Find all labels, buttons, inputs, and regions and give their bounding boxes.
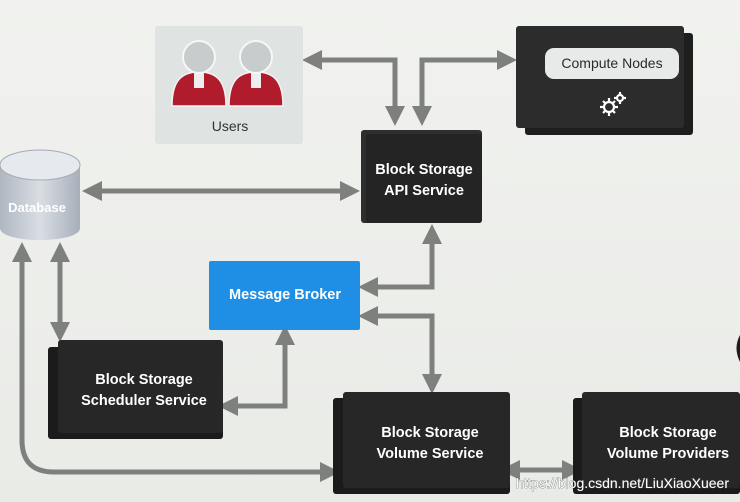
user-icon bbox=[171, 40, 227, 107]
watermark-text: https://blog.csdn.net/LiuXiaoXueer bbox=[516, 475, 730, 491]
api-service-node: Block Storage API Service bbox=[361, 130, 482, 223]
scheduler-service-line2: Scheduler Service bbox=[81, 393, 207, 409]
edge-decoration bbox=[736, 335, 740, 362]
users-node: Users bbox=[155, 26, 303, 144]
gears-icon bbox=[600, 92, 626, 116]
arrow-broker-volume bbox=[358, 306, 442, 394]
arrow-scheduler-broker bbox=[218, 325, 295, 416]
compute-nodes-label: Compute Nodes bbox=[561, 55, 662, 71]
message-broker-box bbox=[209, 261, 360, 330]
compute-nodes-pill bbox=[545, 48, 679, 79]
volume-providers-box bbox=[582, 392, 740, 488]
compute-nodes-node: Compute Nodes bbox=[516, 26, 693, 135]
volume-service-node: Block Storage Volume Service bbox=[333, 392, 510, 494]
volume-providers-node: Block Storage Volume Providers bbox=[573, 392, 740, 494]
user-icon bbox=[228, 40, 284, 107]
volume-providers-line1: Block Storage bbox=[619, 425, 717, 441]
volume-service-box bbox=[343, 392, 510, 488]
volume-service-line1: Block Storage bbox=[381, 425, 479, 441]
api-service-box bbox=[366, 134, 482, 223]
scheduler-service-box bbox=[58, 340, 223, 433]
users-label: Users bbox=[212, 118, 249, 134]
database-label: Database bbox=[8, 200, 66, 215]
database-node: Database bbox=[0, 149, 81, 240]
arrow-users-api bbox=[302, 50, 405, 126]
volume-service-line2: Volume Service bbox=[377, 446, 484, 462]
message-broker-node: Message Broker bbox=[209, 261, 360, 330]
api-service-line1: Block Storage bbox=[375, 162, 473, 178]
connectors bbox=[12, 50, 582, 482]
arrow-broker-api bbox=[358, 224, 442, 297]
api-service-line2: API Service bbox=[384, 183, 464, 199]
arrow-compute-api bbox=[412, 50, 517, 126]
message-broker-label: Message Broker bbox=[229, 287, 341, 303]
scheduler-service-line1: Block Storage bbox=[95, 372, 193, 388]
arrow-database-volume bbox=[12, 242, 340, 482]
scheduler-service-node: Block Storage Scheduler Service bbox=[48, 340, 223, 439]
volume-providers-line2: Volume Providers bbox=[607, 446, 729, 462]
database-cylinder bbox=[0, 165, 80, 240]
